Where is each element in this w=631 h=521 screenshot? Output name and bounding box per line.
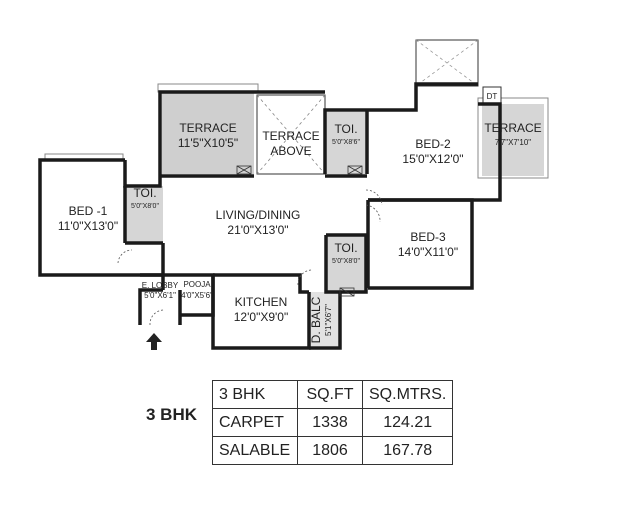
terrace2-rail bbox=[477, 97, 549, 179]
table-cell: 124.21 bbox=[361, 408, 454, 437]
header-cell: SQ.FT bbox=[297, 380, 363, 409]
table-cell: 1806 bbox=[297, 436, 363, 465]
entry-arrow-icon bbox=[146, 333, 162, 350]
terrace-above-line1: TERRACE bbox=[262, 129, 319, 143]
toi-mid-fill bbox=[326, 235, 366, 291]
terrace-above-diag-2 bbox=[256, 94, 326, 175]
dbalc-fill bbox=[309, 292, 339, 346]
elobby-name: E. LOBBY bbox=[142, 281, 179, 290]
toi-left-fill bbox=[125, 186, 163, 243]
dbalc-name: D. BALC bbox=[309, 296, 323, 343]
table-cell: SALABLE bbox=[212, 436, 298, 465]
living-name: LIVING/DINING bbox=[216, 208, 301, 222]
header-cell: 3 BHK bbox=[212, 380, 298, 409]
kitchen-name: KITCHEN bbox=[235, 295, 288, 309]
toi-mid-dim: 5'0"X8'0" bbox=[332, 258, 360, 265]
bed2-name: BED-2 bbox=[415, 137, 451, 151]
area-table: 3 BHK SQ.FT SQ.MTRS. CARPET 1338 124.21 … bbox=[212, 380, 454, 465]
terrace2-name: TERRACE bbox=[484, 121, 541, 135]
dbalc-dim: 5'1"X6'7" bbox=[324, 304, 333, 336]
bed1-dim: 11'0"X13'0" bbox=[58, 219, 118, 233]
walls bbox=[38, 82, 502, 350]
terrace2-dim: 7'7"X7'10" bbox=[495, 138, 531, 147]
duct-box bbox=[415, 39, 479, 87]
door-swings bbox=[117, 189, 383, 326]
header-cell: SQ.MTRS. bbox=[361, 380, 454, 409]
terrace-above-line2: ABOVE bbox=[270, 144, 311, 158]
terrace2-fill bbox=[482, 104, 544, 176]
toi-top-name: TOI. bbox=[334, 122, 357, 136]
terrace1-name: TERRACE bbox=[179, 121, 236, 135]
elobby-dim: 5'0"X6'1" bbox=[144, 291, 176, 300]
toi-top-fill bbox=[325, 112, 367, 174]
dt-label: DT bbox=[487, 92, 498, 101]
bed3-name: BED-3 bbox=[410, 230, 446, 244]
terrace1-dim: 11'5"X10'5" bbox=[178, 136, 238, 150]
toi-top-dim: 5'0"X8'6" bbox=[332, 139, 360, 146]
table-row: CARPET 1338 124.21 bbox=[212, 408, 454, 437]
duct-diag-2 bbox=[415, 39, 479, 87]
vent-marks bbox=[236, 165, 363, 297]
table-row: SALABLE 1806 167.78 bbox=[212, 436, 454, 465]
table-header-row: 3 BHK SQ.FT SQ.MTRS. bbox=[212, 380, 454, 409]
living-dim: 21'0"X13'0" bbox=[227, 223, 288, 237]
kitchen-dim: 12'0"X9'0" bbox=[234, 310, 288, 324]
bed3-dim: 14'0"X11'0" bbox=[398, 245, 458, 259]
toi-mid-name: TOI. bbox=[334, 241, 357, 255]
toi-left-name: TOI. bbox=[133, 186, 156, 200]
toi-left-dim: 5'0"X8'0" bbox=[131, 203, 159, 210]
dbalc-label-group: D. BALC 5'1"X6'7" bbox=[309, 296, 333, 343]
table-cell: CARPET bbox=[212, 408, 298, 437]
table-cell: 167.78 bbox=[361, 436, 454, 465]
terrace1-fill bbox=[162, 92, 254, 174]
bed1-name: BED -1 bbox=[69, 204, 108, 218]
pooja-name: POOJA bbox=[183, 280, 211, 289]
pooja-dim: 4'0"X5'6" bbox=[181, 291, 213, 300]
table-cell: 1338 bbox=[297, 408, 363, 437]
bed2-dim: 15'0"X12'0" bbox=[402, 152, 463, 166]
bhk-side-label: 3 BHK bbox=[146, 405, 198, 424]
terrace-above-diag-1 bbox=[256, 94, 326, 175]
